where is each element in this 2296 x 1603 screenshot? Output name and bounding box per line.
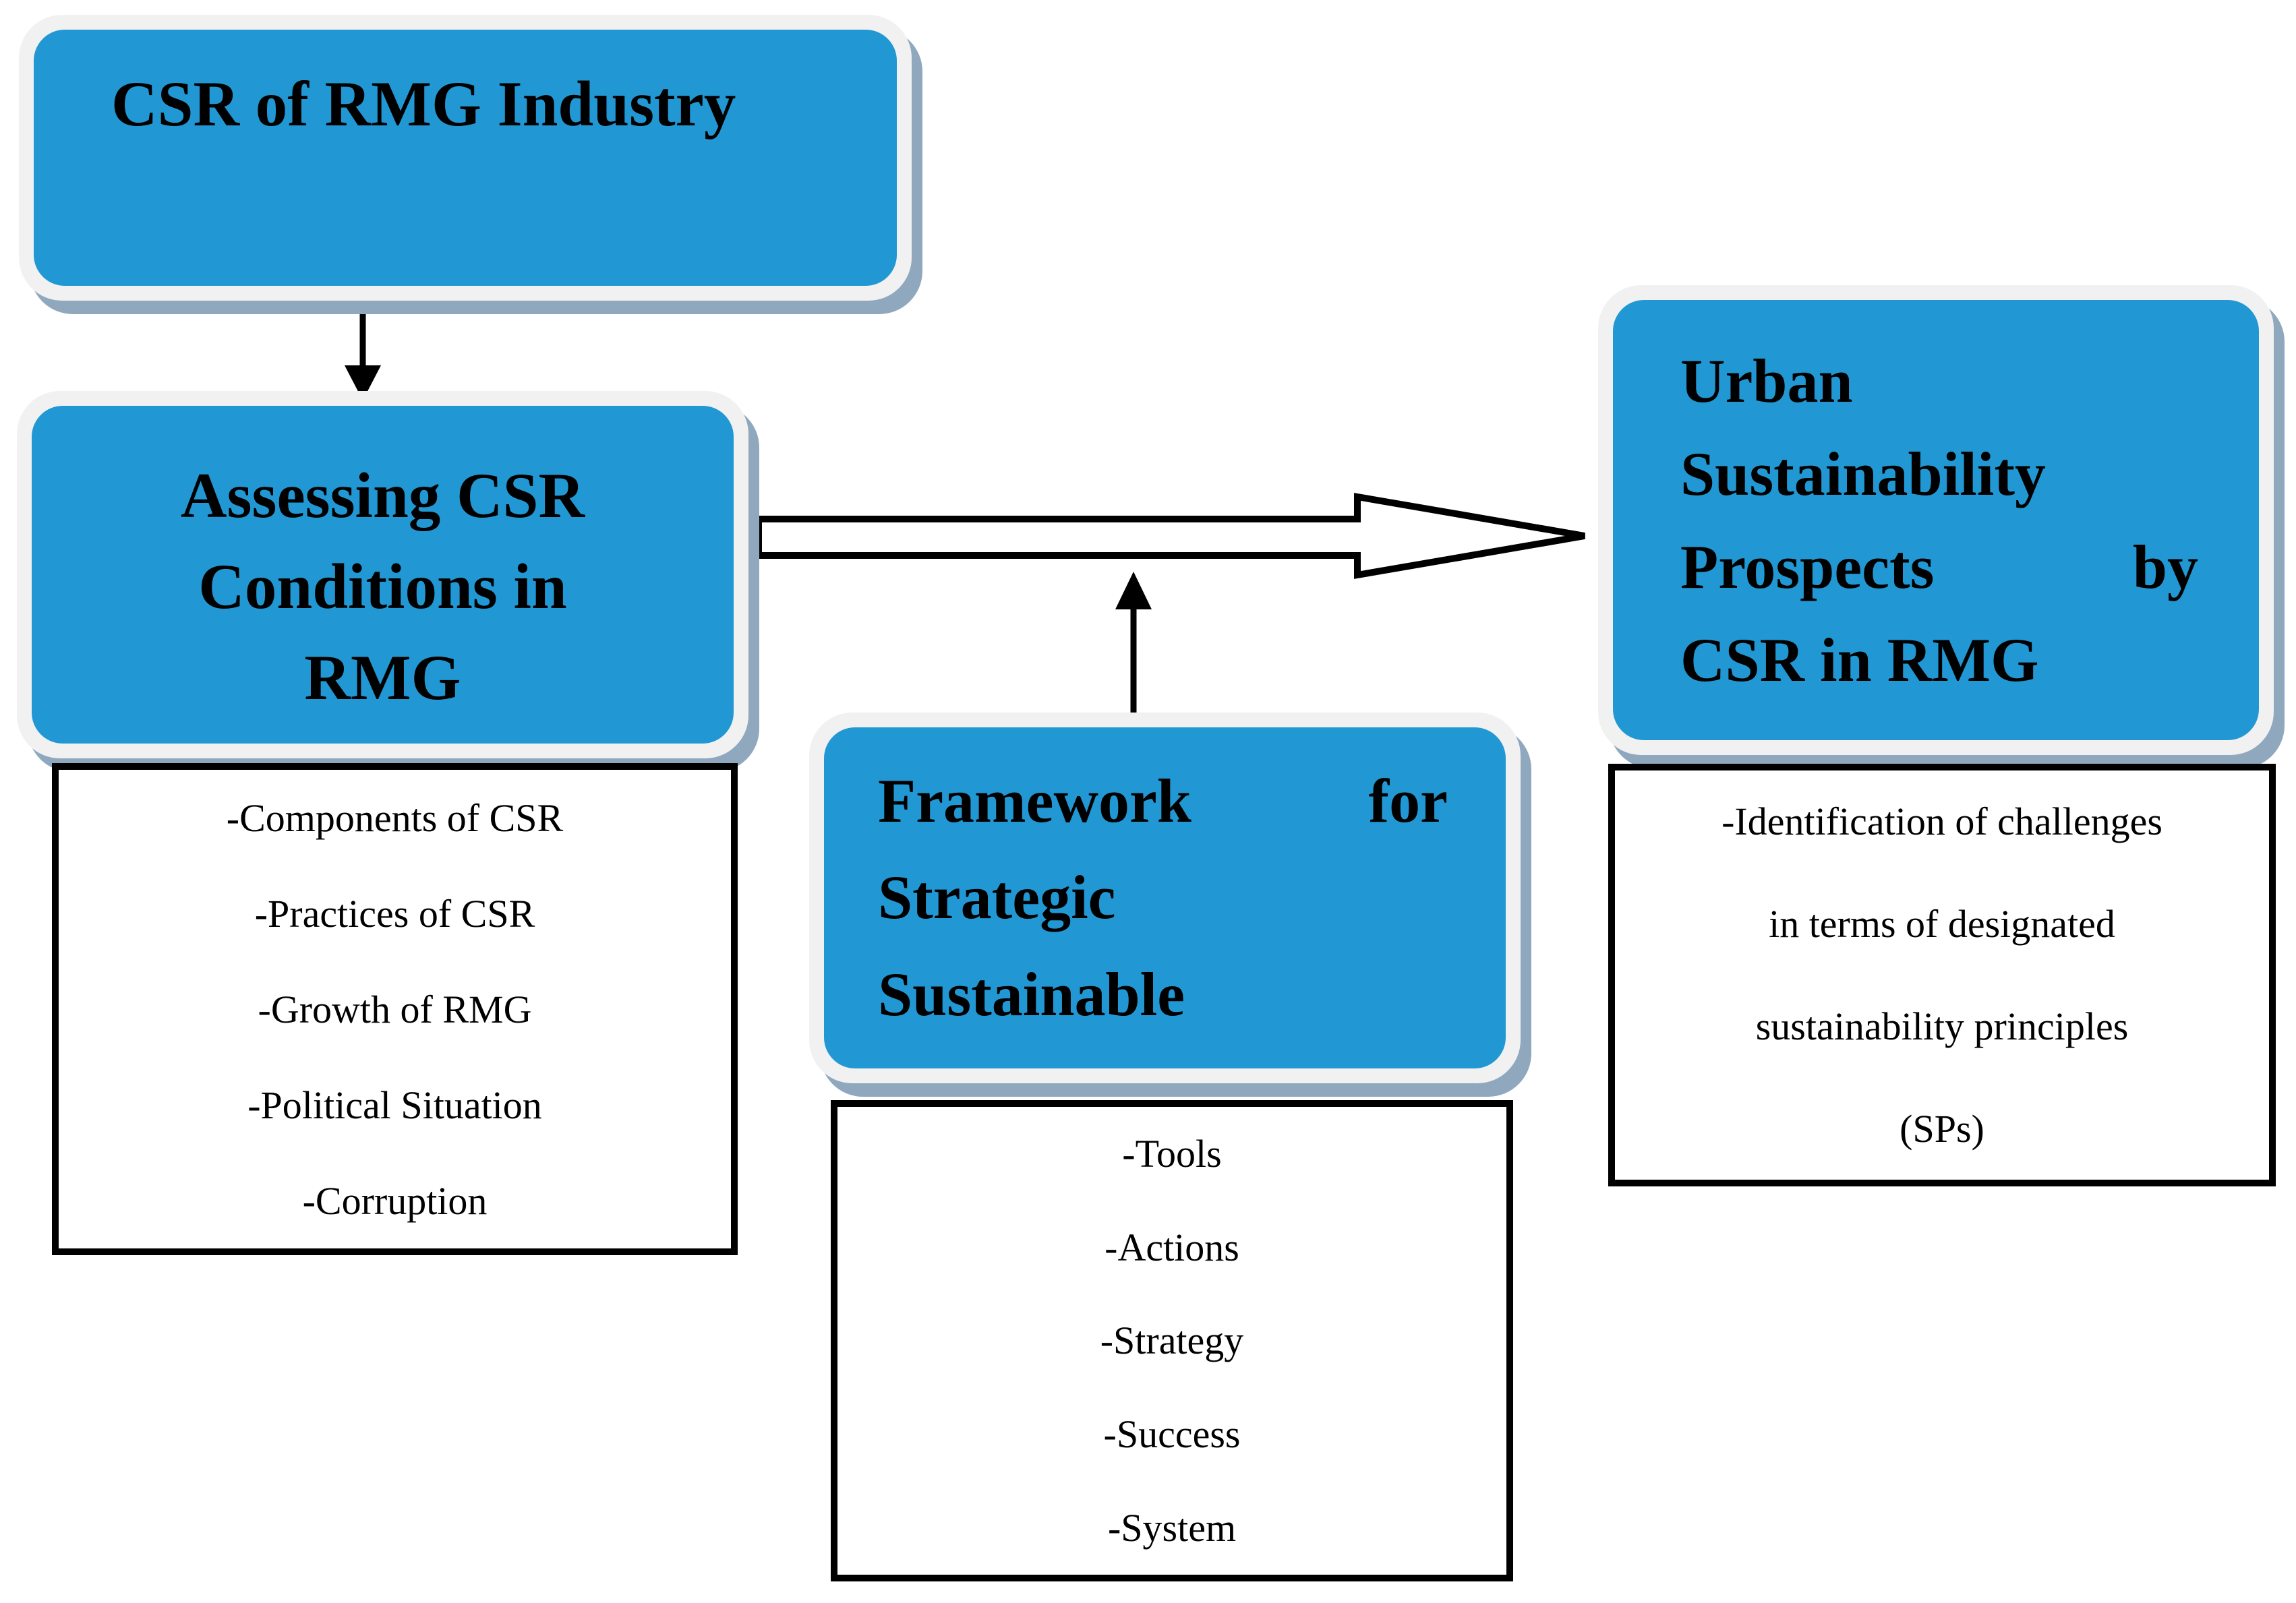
node-assessing-csr-conditions: Assessing CSR Conditions in RMG xyxy=(17,391,748,758)
node-fill xyxy=(824,727,1506,1068)
urban-details-box: -Identification of challenges in terms o… xyxy=(1608,764,2276,1186)
list-item: -Success xyxy=(1103,1412,1241,1457)
node-fill xyxy=(1613,300,2259,740)
node-csr-of-rmg-industry: CSR of RMG Industry xyxy=(19,15,912,301)
node-title-line: Conditions in xyxy=(198,551,567,623)
right-block-arrow-icon xyxy=(755,493,1585,579)
list-item: sustainability principles xyxy=(1755,1004,2129,1048)
framework-details-box: -Tools -Actions -Strategy -Success -Syst… xyxy=(831,1100,1513,1581)
node-title-line: Urban xyxy=(1680,346,1853,415)
down-arrow-icon xyxy=(345,312,381,400)
node-title-line: CSR in RMG xyxy=(1680,625,2039,694)
list-item: -Practices of CSR xyxy=(254,891,535,936)
node-title-line: Assessing CSR xyxy=(180,460,585,532)
node-title-line: RMG xyxy=(304,641,461,713)
node-title-word: Framework xyxy=(878,766,1191,835)
node-title: CSR of RMG Industry xyxy=(34,30,897,286)
list-item: in terms of designated xyxy=(1769,902,2115,946)
node-title-text: CSR of RMG Industry xyxy=(111,68,736,140)
node-title: Assessing CSR Conditions in RMG xyxy=(32,406,734,744)
node-title-word: by xyxy=(2132,532,2198,601)
node-title: Framework for Strategic Sustainable xyxy=(824,727,1506,1068)
node-urban-sustainability-prospects: Urban Sustainability Prospects by CSR in… xyxy=(1598,285,2274,755)
up-arrow-icon xyxy=(1115,572,1152,720)
node-title-line: Sustainable xyxy=(878,959,1185,1029)
node-framework-strategic-sustainable: Framework for Strategic Sustainable xyxy=(809,713,1521,1083)
list-item: -Actions xyxy=(1105,1225,1239,1269)
list-item: -Corruption xyxy=(302,1178,488,1223)
node-title: Urban Sustainability Prospects by CSR in… xyxy=(1613,300,2259,740)
node-title-word: Prospects xyxy=(1680,532,1935,601)
list-item: -System xyxy=(1107,1506,1237,1550)
node-fill xyxy=(32,406,734,744)
list-item: -Strategy xyxy=(1100,1319,1244,1363)
node-title-line: Prospects by xyxy=(1680,520,2198,613)
list-item: -Political Situation xyxy=(247,1083,542,1127)
list-item: (SPs) xyxy=(1900,1106,1984,1151)
list-item: -Tools xyxy=(1122,1131,1222,1176)
node-title-line: Framework for xyxy=(878,753,1448,850)
node-title-line: Strategic xyxy=(878,863,1116,932)
node-fill xyxy=(34,30,897,286)
list-item: -Growth of RMG xyxy=(258,987,532,1031)
list-item: -Identification of challenges xyxy=(1721,799,2162,844)
list-item: -Components of CSR xyxy=(226,795,564,840)
node-title-line: Sustainability xyxy=(1680,439,2046,508)
node-title-word: for xyxy=(1368,766,1448,835)
assessing-details-box: -Components of CSR -Practices of CSR -Gr… xyxy=(52,763,738,1255)
